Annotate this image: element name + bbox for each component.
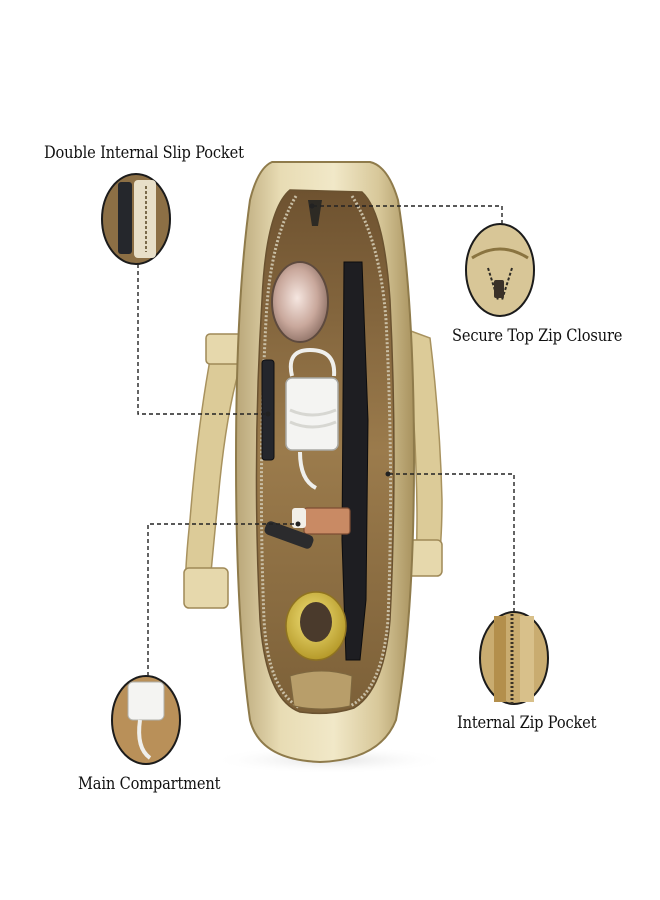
cable-coil <box>289 408 337 429</box>
cap-white <box>292 508 306 528</box>
detail-circle-top-zip <box>465 223 535 317</box>
lipstick <box>303 507 351 535</box>
leader-main-compartment <box>147 523 298 676</box>
charger-cable <box>288 347 337 490</box>
pen-dark <box>264 521 314 549</box>
leader-lines <box>137 205 515 676</box>
callout-label-main-compartment: Main Compartment <box>78 774 221 794</box>
left-handle-buckle-bottom <box>183 567 229 609</box>
callout-label-internal-zip-pocket: Internal Zip Pocket <box>457 713 597 733</box>
phone <box>261 359 275 461</box>
detail-circle-main-compartment <box>111 675 181 765</box>
bag-bottom-pad <box>289 670 353 710</box>
callout-label-secure-top-zip-closure: Secure Top Zip Closure <box>452 326 623 346</box>
callout-label-double-internal-slip-pocket: Double Internal Slip Pocket <box>44 143 244 163</box>
detail-circle-internal-zip <box>479 611 549 705</box>
leader-top-zip <box>312 205 503 224</box>
compact-mirror <box>271 261 329 343</box>
leader-internal-zip <box>388 473 515 612</box>
leader-slip-pocket <box>137 264 268 415</box>
divider-panel <box>341 261 369 661</box>
ball-product-center <box>300 602 332 642</box>
left-handle <box>184 337 243 607</box>
detail-circle-slip-pocket <box>101 173 171 265</box>
